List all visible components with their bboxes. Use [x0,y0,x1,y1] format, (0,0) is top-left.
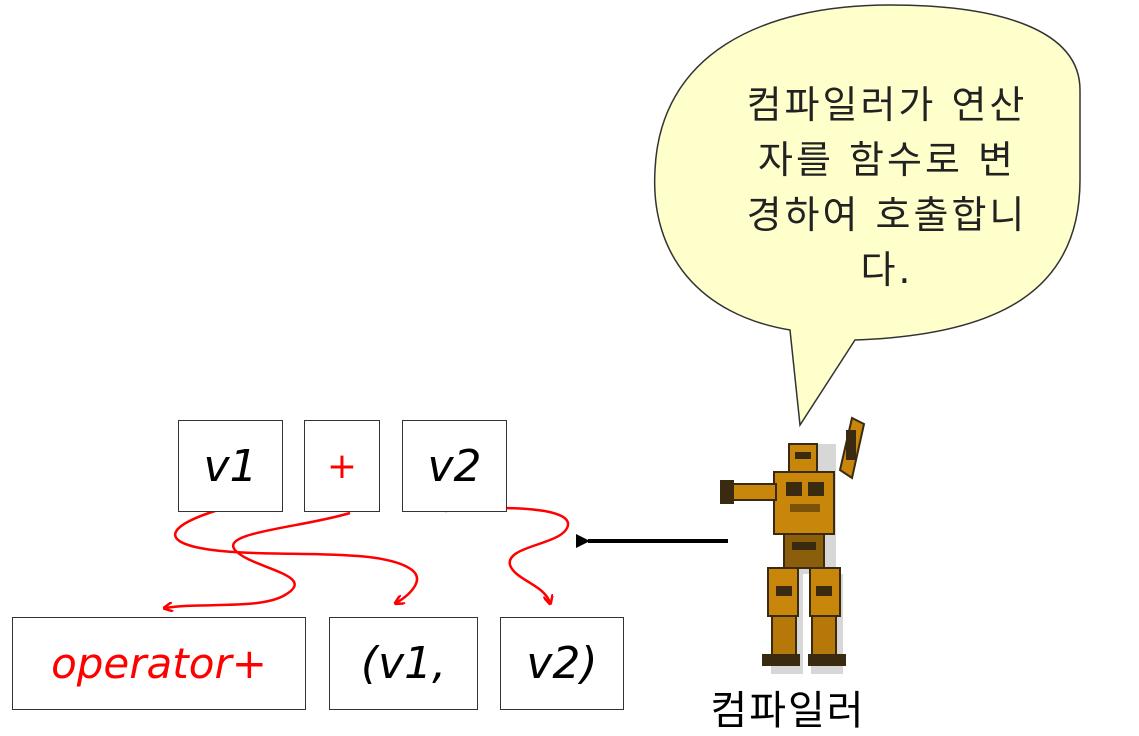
bottom-function-name: operator+ [12,617,306,710]
red-mapping-arrows [165,506,570,608]
bubble-line-4: 다. [860,248,914,292]
compiler-label: 컴파일러 [710,688,866,734]
top-operand-v2: v2 [402,420,507,512]
bottom-arg2: v2) [500,617,624,710]
bubble-line-1: 컴파일러가 연산 [746,83,1028,127]
bubble-line-3: 경하여 호출합니 [746,193,1028,237]
bottom-arg1: (v1, [329,617,478,710]
arrow-v2-to-arg2 [444,506,570,603]
speech-bubble [653,4,1081,428]
speech-bubble-text: 컴파일러가 연산 자를 함수로 변 경하여 호출합니 다. [718,78,1056,298]
arrow-v1-to-arg1 [174,508,419,603]
robot-icon [720,416,866,674]
top-operand-v1: v1 [178,420,283,512]
bubble-line-2: 자를 함수로 변 [758,138,1016,182]
arrow-plus-to-operator [165,511,351,608]
top-operator-plus: + [304,420,380,512]
